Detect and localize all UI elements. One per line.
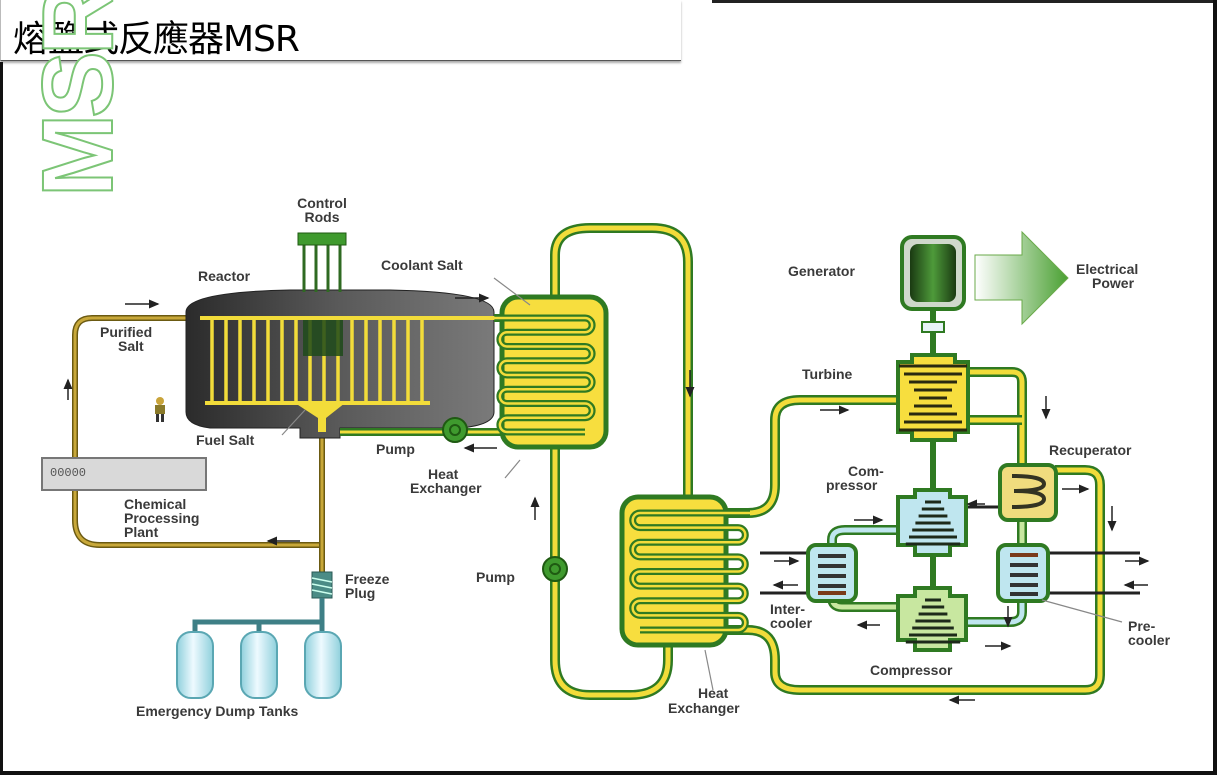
label-turbine: Turbine: [802, 366, 853, 382]
label-freeze-plug-1: Freeze: [345, 571, 390, 587]
control-rods: [297, 232, 347, 292]
label-chemical-2: Processing: [124, 510, 199, 526]
frame-border-left: [0, 62, 3, 775]
primary-pump: [442, 417, 468, 443]
label-heat-exchanger-primary-2: Exchanger: [410, 480, 482, 496]
chemical-plant-display: 00000: [50, 466, 86, 480]
label-chemical-3: Plant: [124, 524, 159, 540]
msr-logo: MSR: [21, 0, 135, 198]
label-precooler-1: Pre-: [1128, 618, 1156, 634]
fuel-salt-piping: [72, 315, 325, 585]
reactor-vessel: [185, 289, 495, 439]
primary-hx-coil-inner: [495, 316, 594, 434]
secondary-heat-exchanger: [619, 494, 750, 648]
lp-compressor-blades: [905, 598, 961, 644]
msr-logo-text: MSR: [22, 0, 134, 197]
label-purified-salt-1: Purified: [100, 324, 152, 340]
label-reactor: Reactor: [198, 268, 251, 284]
label-heat-exchanger-secondary-2: Exchanger: [668, 700, 740, 716]
freeze-plug: [311, 571, 333, 599]
turbine-blades: [899, 364, 967, 432]
label-chemical-1: Chemical: [124, 496, 186, 512]
label-freeze-plug-2: Plug: [345, 585, 375, 601]
person-scale-icon: [155, 397, 165, 422]
label-generator: Generator: [788, 263, 855, 279]
turbine: [896, 353, 970, 442]
control-rod-region: [303, 320, 343, 356]
dump-tank-3: [304, 631, 342, 699]
shaft-coupling: [921, 321, 945, 333]
frame-border-bottom: [0, 771, 1217, 775]
frame-border-right: [1213, 0, 1217, 775]
title-box: 熔鹽式反應器MSR: [0, 0, 681, 61]
label-heat-exchanger-secondary-1: Heat: [698, 685, 729, 701]
label-electrical-power-1: Electrical: [1076, 261, 1138, 277]
label-pump-primary: Pump: [376, 441, 415, 457]
label-control-rods-1: Control: [297, 195, 347, 211]
label-control-rods-2: Rods: [305, 209, 340, 225]
dump-tank-piping: [192, 598, 325, 632]
frame-border-top: [712, 0, 1217, 3]
label-intercooler-1: Inter-: [770, 601, 805, 617]
dump-tank-2: [240, 631, 278, 699]
label-recuperator: Recuperator: [1049, 442, 1132, 458]
label-electrical-power-2: Power: [1092, 275, 1135, 291]
precooler: [996, 543, 1050, 603]
emergency-dump-tanks: [176, 631, 342, 699]
generator: [900, 235, 966, 333]
label-coolant-salt: Coolant Salt: [381, 257, 463, 273]
primary-heat-exchanger: [495, 294, 609, 450]
compressor-low-pressure: [896, 586, 968, 652]
chemical-processing-plant: 00000: [41, 457, 207, 491]
flow-arrows: [63, 293, 1150, 705]
recuperator: [998, 463, 1058, 522]
label-compressor-hp-2: pressor: [826, 477, 878, 493]
intercooler: [806, 543, 858, 603]
label-dump-tanks: Emergency Dump Tanks: [136, 703, 299, 719]
label-fuel-salt: Fuel Salt: [196, 432, 255, 448]
label-compressor-lp: Compressor: [870, 662, 953, 678]
label-precooler-2: cooler: [1128, 632, 1171, 648]
label-heat-exchanger-primary-1: Heat: [428, 466, 459, 482]
leader-lines: [281, 277, 1123, 691]
fuel-funnel: [295, 403, 345, 432]
label-purified-salt-2: Salt: [118, 338, 144, 354]
label-intercooler-2: cooler: [770, 615, 813, 631]
page-title: 熔鹽式反應器MSR: [13, 19, 300, 60]
compressor-high-pressure: [896, 488, 968, 557]
label-compressor-hp-1: Com-: [848, 463, 884, 479]
secondary-hx-coil-inner: [631, 511, 750, 632]
hp-compressor-blades: [905, 500, 961, 546]
electrical-power-arrow: [974, 230, 1069, 326]
secondary-pump: [542, 556, 568, 582]
labels: Control Rods Reactor Purified Salt Fuel …: [100, 195, 1171, 719]
dump-tank-1: [176, 631, 214, 699]
power-cycle-piping: [720, 367, 1105, 695]
label-pump-secondary: Pump: [476, 569, 515, 585]
